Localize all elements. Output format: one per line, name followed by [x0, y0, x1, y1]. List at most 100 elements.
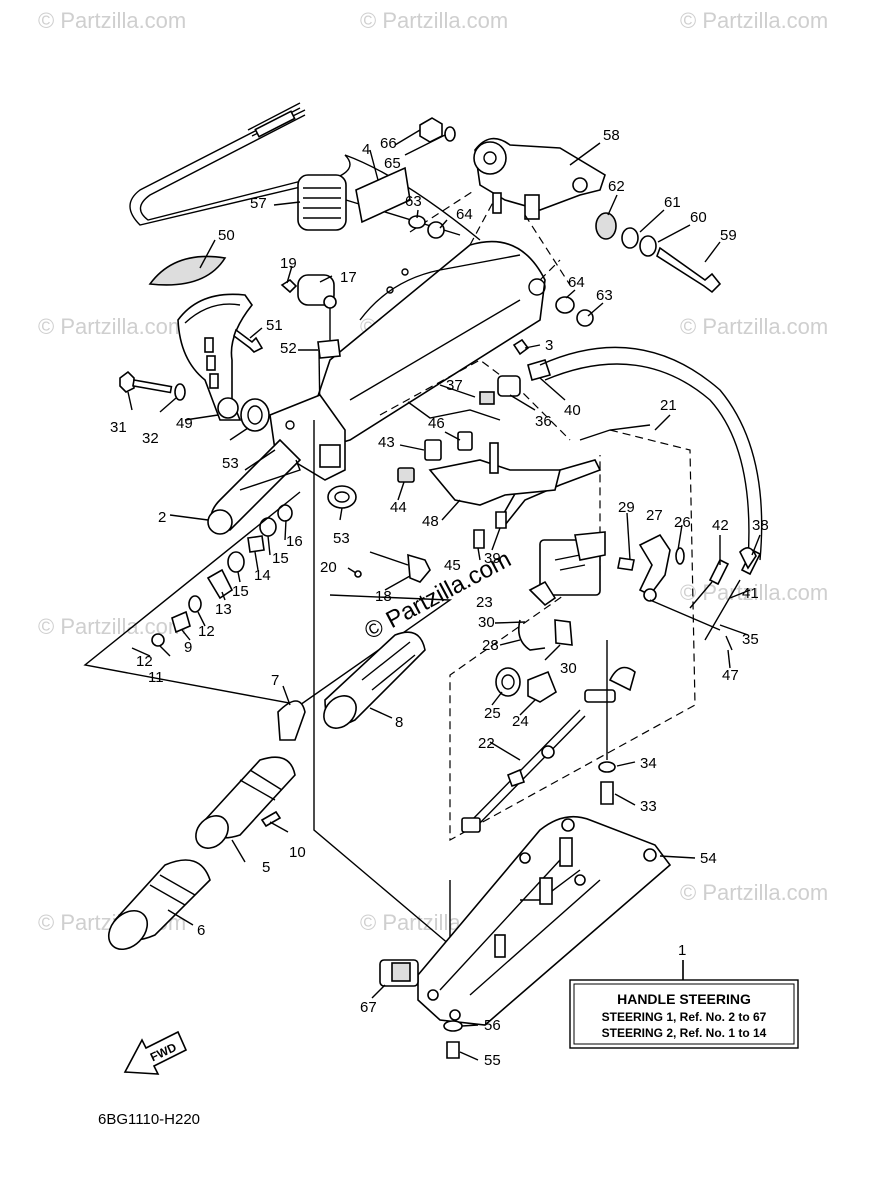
- callout: 41: [742, 585, 759, 602]
- callout: 50: [218, 227, 235, 244]
- callout: 66: [380, 135, 397, 152]
- callout: 58: [603, 127, 620, 144]
- callout: 34: [640, 755, 657, 772]
- callout: 33: [640, 798, 657, 815]
- hardware-9-16: [131, 504, 293, 657]
- callout: 10: [289, 844, 306, 861]
- callout-labels: 2 3 4 5 6 7 8 9 10 11 12 12 13 14 15 15 …: [110, 127, 769, 1069]
- part-49-handle: [177, 293, 253, 421]
- watermark: © Partzilla.com: [360, 8, 508, 33]
- callout: 17: [340, 269, 357, 286]
- part-54-cover: [417, 815, 672, 1026]
- fwd-arrow-icon: FWD: [123, 1030, 188, 1075]
- callout: 43: [378, 434, 395, 451]
- watermark: © Partzilla.com: [38, 314, 186, 339]
- callout: 15: [232, 583, 249, 600]
- callout: 37: [446, 377, 463, 394]
- part-50-cap: [148, 255, 227, 286]
- callout: 48: [422, 513, 439, 530]
- part-31-bolt: [119, 370, 186, 401]
- callout: 23: [476, 594, 493, 611]
- callout: 7: [271, 672, 279, 689]
- callout: 16: [286, 533, 303, 550]
- callout: 28: [482, 637, 499, 654]
- parts-43-48: [379, 359, 571, 506]
- callout: 4: [362, 141, 370, 158]
- part-6-grip: [107, 859, 211, 951]
- callout: 19: [280, 255, 297, 272]
- callout: 38: [752, 517, 769, 534]
- callout: 11: [148, 669, 164, 686]
- callout: 32: [142, 430, 159, 447]
- callout: 57: [250, 195, 267, 212]
- part-17-clamp: [280, 274, 337, 340]
- callout: 26: [674, 514, 691, 531]
- shift-assembly: [449, 424, 696, 842]
- callout: 39: [484, 550, 501, 567]
- diagram-code: 6BG1110-H220: [98, 1111, 200, 1128]
- callout: 22: [478, 735, 495, 752]
- part-53-bushing-lower: [327, 485, 357, 509]
- part-53-bushing: [240, 398, 270, 432]
- callout: 29: [618, 499, 635, 516]
- watermark: © Partzilla.com: [38, 8, 186, 33]
- bolts-39-45: [473, 511, 507, 549]
- watermark: © Partzilla.com: [680, 880, 828, 905]
- callout: 36: [535, 413, 552, 430]
- part-51-screw: [233, 328, 264, 353]
- callout: 15: [272, 550, 289, 567]
- part-2-bracket: [207, 394, 346, 535]
- callout: 53: [222, 455, 239, 472]
- callout: 35: [742, 631, 759, 648]
- part-18-bolt: [354, 551, 431, 583]
- part-5-shaft: [195, 756, 296, 849]
- legend-row1: STEERING 1, Ref. No. 2 to 67: [602, 1010, 767, 1024]
- callout: 31: [110, 419, 127, 436]
- washers-59-66: [408, 117, 722, 327]
- callout: 53: [333, 530, 350, 547]
- callout: 64: [568, 274, 585, 291]
- parts-36-40: [479, 338, 552, 405]
- watermark: © Partzilla.com: [680, 314, 828, 339]
- callout: 62: [608, 178, 625, 195]
- legend-ref: 1: [678, 942, 686, 959]
- callout: 12: [136, 653, 153, 670]
- callout: 64: [456, 206, 473, 223]
- callout: 30: [478, 614, 495, 631]
- part-58-bracket: [409, 137, 606, 286]
- callout: 3: [545, 337, 553, 354]
- callout: 55: [484, 1052, 501, 1069]
- watermark: © Partzilla.com: [38, 614, 186, 639]
- callout: 46: [428, 415, 445, 432]
- callout: 12: [198, 623, 215, 640]
- callout: 65: [384, 155, 401, 172]
- throttle-cables: [129, 102, 481, 241]
- callout: 6: [197, 922, 205, 939]
- watermark: © Partzilla.com: [680, 8, 828, 33]
- parts-22-25: [461, 666, 636, 833]
- callout: 25: [484, 705, 501, 722]
- callout: 63: [596, 287, 613, 304]
- callout: 2: [158, 509, 166, 526]
- callout: 20: [320, 559, 337, 576]
- callout: 24: [512, 713, 529, 730]
- callout: 18: [375, 588, 392, 605]
- callout: 44: [390, 499, 407, 516]
- callout: 67: [360, 999, 377, 1016]
- callout: 13: [215, 601, 232, 618]
- watermark: © Partzilla.com: [680, 580, 828, 605]
- callout: 47: [722, 667, 739, 684]
- callout: 63: [405, 193, 422, 210]
- part-8-grip: [323, 631, 426, 729]
- callout: 5: [262, 859, 270, 876]
- part-67-plug: [379, 959, 419, 987]
- parts-33-34: [598, 640, 616, 805]
- parts-55-56: [443, 1020, 463, 1059]
- callout: 52: [280, 340, 297, 357]
- callout: 27: [646, 507, 663, 524]
- callout: 56: [484, 1017, 501, 1034]
- callout: 49: [176, 415, 193, 432]
- callout: 42: [712, 517, 729, 534]
- callout: 8: [395, 714, 403, 731]
